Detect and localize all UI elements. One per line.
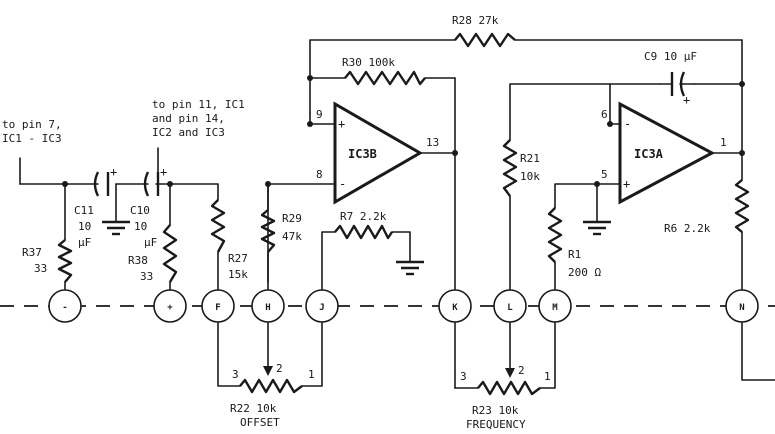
ic3b-pin-minus: 8 — [316, 168, 323, 181]
r23-pin1: 1 — [544, 370, 551, 383]
r29-name: R29 — [282, 212, 302, 225]
c11-value: 10 — [78, 220, 91, 233]
ic3a-plus-sign: + — [623, 177, 630, 191]
junction-dots — [62, 75, 745, 187]
connector-node-n: N — [725, 289, 759, 323]
node-l-label: L — [507, 303, 513, 313]
capacitor-c10: + C10 10 µF — [130, 165, 167, 249]
r23-name: FREQUENCY — [466, 418, 526, 431]
connector-node-j: J — [305, 289, 339, 323]
c10-plus-sign: + — [160, 165, 167, 179]
ground-symbol-ic3a — [583, 220, 611, 236]
r22-pin2: 2 — [276, 362, 283, 375]
resistor-r38: R38 33 — [128, 224, 178, 283]
note-right-line2: and pin 14, — [152, 112, 225, 125]
note-right-line1: to pin 11, IC1 — [152, 98, 245, 111]
ic3b-pin-plus: 9 — [316, 108, 323, 121]
r22-pin1: 1 — [308, 368, 315, 381]
connector-node-m: M — [538, 289, 572, 323]
r23-label: R23 10k — [472, 404, 519, 417]
ic3a-pin-plus: 5 — [601, 168, 608, 181]
resistor-r21: R21 10k — [502, 139, 540, 197]
c9-plus-sign: + — [683, 93, 690, 107]
r6-label: R6 2.2k — [664, 222, 711, 235]
c11-plus-sign: + — [110, 165, 117, 179]
c9-label: C9 10 µF — [644, 50, 697, 63]
resistor-r37: R37 33 — [22, 239, 73, 283]
connector-node-h: H — [251, 289, 285, 323]
resistor-r29: R29 47k — [260, 209, 302, 253]
opamp-ic3b: IC3B + - 9 8 13 — [316, 101, 439, 205]
r21-name: R21 — [520, 152, 540, 165]
potentiometer-r23: 3 2 1 R23 10k FREQUENCY — [460, 364, 551, 431]
ic3a-label: IC3A — [634, 147, 664, 161]
r27-value: 15k — [228, 268, 248, 281]
ic3b-minus-sign: - — [339, 177, 346, 191]
connector-node-f: F — [201, 289, 235, 323]
node-m-label: M — [552, 303, 558, 313]
ic3b-pin-out: 13 — [426, 136, 439, 149]
r23-pin2: 2 — [518, 364, 525, 377]
note-left-line1: to pin 7, — [2, 118, 62, 131]
node-plus-label: + — [167, 303, 173, 313]
resistor-r30: R30 100k — [342, 56, 426, 86]
r22-label: R22 10k — [230, 402, 277, 415]
wiring — [19, 39, 775, 389]
connector-node-l: L — [493, 289, 527, 323]
ic3b-plus-sign: + — [338, 117, 345, 131]
r27-name: R27 — [228, 252, 248, 265]
r22-wiper-arrow — [263, 366, 273, 376]
r21-value: 10k — [520, 170, 540, 183]
capacitor-c9: C9 10 µF + — [644, 50, 697, 107]
node-h-label: H — [265, 303, 270, 313]
ic3a-pin-out: 1 — [720, 136, 727, 149]
note-left-line2: IC1 - IC3 — [2, 132, 62, 145]
r7-label: R7 2.2k — [340, 210, 387, 223]
r23-wiper-arrow — [505, 368, 515, 378]
r28-label: R28 27k — [452, 14, 499, 27]
note-right: to pin 11, IC1 and pin 14, IC2 and IC3 — [152, 98, 245, 139]
potentiometer-r22: 3 2 1 R22 10k OFFSET — [230, 362, 315, 429]
r22-name: OFFSET — [240, 416, 280, 429]
r38-value: 33 — [140, 270, 153, 283]
c10-unit: µF — [144, 236, 157, 249]
r38-name: R38 — [128, 254, 148, 267]
ic3a-pin-minus: 6 — [601, 108, 608, 121]
ic3a-minus-sign: - — [624, 117, 631, 131]
r29-value: 47k — [282, 230, 302, 243]
resistor-r28: R28 27k — [452, 14, 516, 48]
r37-name: R37 — [22, 246, 42, 259]
note-right-line3: IC2 and IC3 — [152, 126, 225, 139]
connector-node-minus: - — [48, 289, 82, 323]
c10-name: C10 — [130, 204, 150, 217]
note-left: to pin 7, IC1 - IC3 — [2, 118, 62, 145]
resistor-r6: R6 2.2k — [664, 179, 750, 235]
node-n-label: N — [739, 303, 744, 313]
r37-value: 33 — [34, 262, 47, 275]
r30-label: R30 100k — [342, 56, 395, 69]
c11-unit: µF — [78, 236, 91, 249]
c10-value: 10 — [134, 220, 147, 233]
r1-name: R1 — [568, 248, 581, 261]
r1-value: 200 Ω — [568, 266, 601, 279]
node-f-label: F — [215, 303, 220, 313]
node-minus-label: - — [62, 303, 67, 313]
ground-symbol-left — [102, 220, 130, 236]
r23-pin3: 3 — [460, 370, 467, 383]
opamp-ic3a: IC3A - + 6 5 1 — [601, 101, 727, 205]
c11-name: C11 — [74, 204, 94, 217]
node-k-label: K — [452, 303, 458, 313]
connector-node-k: K — [438, 289, 472, 323]
ground-symbol-r7 — [396, 260, 424, 276]
node-j-label: J — [319, 303, 324, 313]
resistor-r7: R7 2.2k — [334, 210, 393, 240]
resistor-r27: R27 15k — [210, 199, 248, 281]
resistor-r1: R1 200 Ω — [547, 207, 601, 279]
connector-node-plus: + — [153, 289, 187, 323]
r22-pin3: 3 — [232, 368, 239, 381]
capacitor-c11: + C11 10 µF — [74, 165, 117, 249]
ic3b-label: IC3B — [348, 147, 377, 161]
